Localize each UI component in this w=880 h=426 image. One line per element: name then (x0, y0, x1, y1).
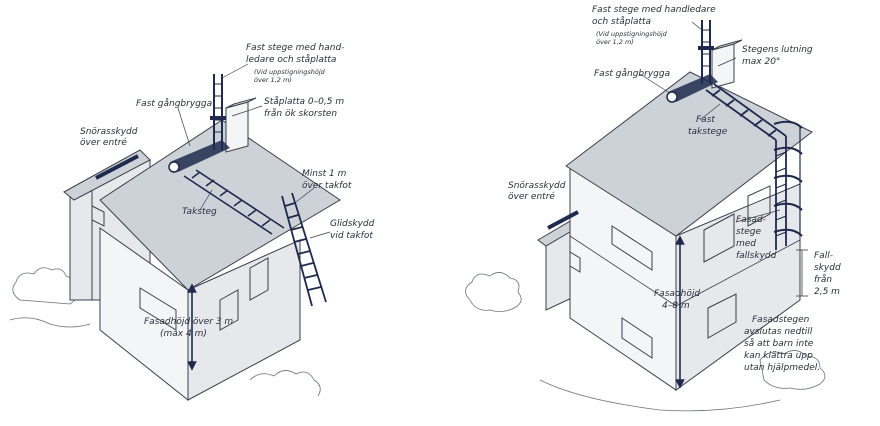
right-roof (565, 71, 813, 237)
right-fall-guard-dim (796, 249, 808, 297)
left-snow-guard (95, 154, 139, 180)
right-ladder-chimney-label: Fast stege med handledare och ståplatta (592, 5, 719, 27)
right-standing-platform (698, 46, 714, 50)
right-fall-cage (773, 120, 803, 237)
right-ladder-chimney-note: (Vid uppstigningshöjd över 1,2 m) (596, 30, 669, 46)
left-min-label: Minst 1 m över takfot (302, 169, 352, 191)
right-right-bush (759, 350, 826, 390)
right-window-front-lower (621, 317, 653, 359)
left-window-front (139, 287, 177, 331)
right-snow-guard (547, 210, 579, 230)
left-right-bush (249, 370, 321, 397)
right-ground-line (539, 379, 781, 412)
right-roof-ladder (705, 83, 787, 141)
right-floor-line-front (569, 235, 677, 307)
left-walkway-label: Fast gångbrygga (136, 98, 212, 109)
right-window-side-lower (707, 293, 737, 339)
left-leaning-ladder (281, 192, 327, 307)
right-window-side-upper (703, 213, 735, 263)
left-roof (99, 119, 341, 291)
right-chimney-top (711, 39, 743, 51)
left-standing-platform (210, 116, 226, 120)
right-window-wing (569, 251, 581, 273)
left-roof-steps (183, 169, 285, 235)
right-snow-guard-label: Snörasskydd över entré (508, 181, 568, 202)
left-house: Fast stege med hand- ledare och ståplatt… (9, 43, 377, 402)
right-floor-line-side (675, 239, 801, 307)
right-pitch-label: Stegens lutning max 20° (742, 45, 816, 67)
left-window-side-1 (219, 289, 239, 331)
left-window-side-2 (249, 257, 269, 301)
right-walkway-label: Fast gångbrygga (594, 68, 670, 79)
left-facade-label: Fasadhöjd över 3 m (max 4 m) (144, 317, 236, 339)
right-bottom-note: Fasadstegen avslutas nedtill så att barn… (744, 315, 820, 373)
left-roof-step-label: Taksteg (182, 207, 217, 217)
left-platform-label: Ståplatta 0–0,5 m från ök skorsten (264, 96, 347, 119)
left-chimney (225, 101, 249, 153)
left-ladder-chimney-label: Fast stege med hand- ledare och ståplatt… (246, 43, 347, 65)
left-bush (12, 267, 76, 305)
right-fall-guard-label: Fall- skydd från 2,5 m (814, 251, 844, 297)
left-window-wing (91, 205, 105, 227)
right-walkway (666, 74, 718, 103)
right-chimney-ladder (701, 20, 711, 84)
right-roof-ladder-label: Fast takstege (688, 115, 728, 137)
right-window-side-upper-2 (747, 185, 771, 227)
left-snow-guard-label: Snörasskydd över entré (80, 127, 140, 148)
right-window-front-upper (611, 225, 653, 271)
right-facade-ladder-label: Fasad- stege med fallskydd (736, 215, 777, 261)
right-leaders (639, 21, 781, 223)
left-leaders (177, 63, 331, 239)
left-chimney-top (225, 97, 257, 109)
right-left-bush (465, 272, 522, 312)
left-chimney-ladder (213, 74, 223, 150)
left-ladder-chimney-note: (Vid uppstigningshöjd över 1,2 m) (254, 68, 327, 84)
left-slip-guard-label: Glidskydd vid takfot (330, 219, 377, 241)
left-walkway (168, 140, 230, 173)
right-facade-label: Fasadhöjd 4–8 m (654, 289, 703, 311)
right-house: Fast stege med handledare och ståplatta … (465, 5, 844, 412)
left-ground-line (9, 317, 91, 328)
